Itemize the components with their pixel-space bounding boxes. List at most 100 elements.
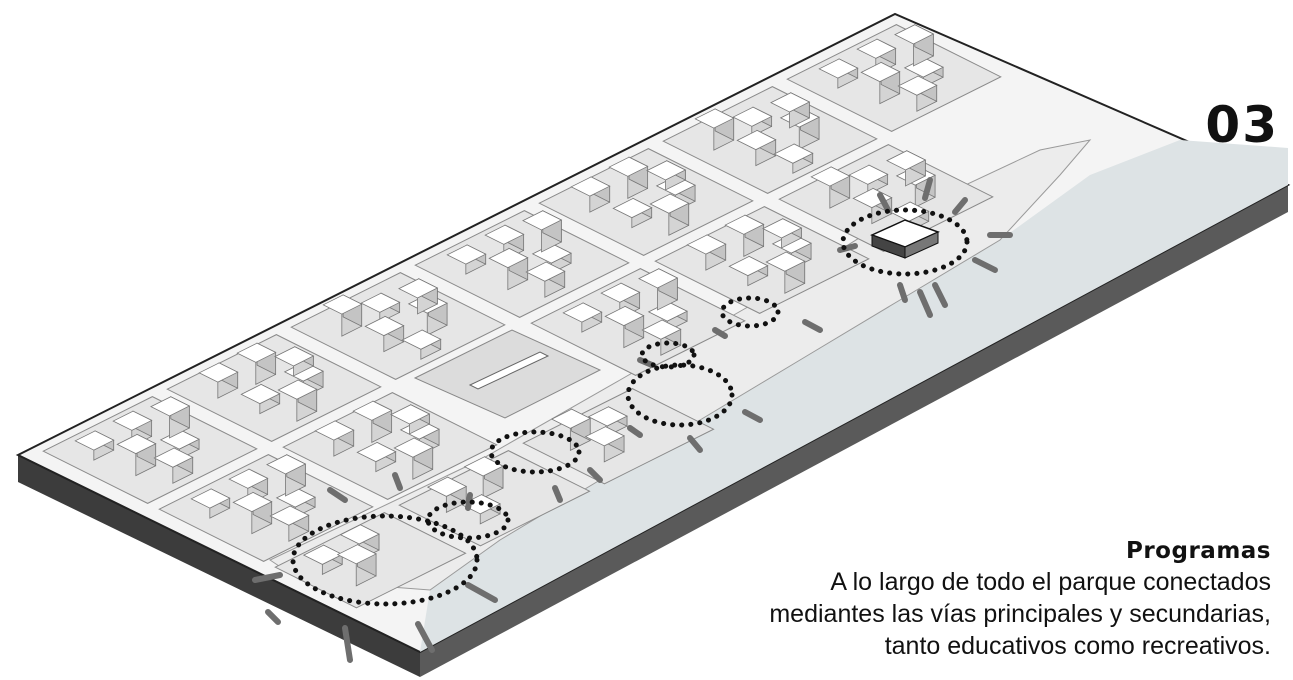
building-roof bbox=[562, 302, 603, 323]
program-ray bbox=[972, 257, 998, 273]
building-roof bbox=[604, 306, 645, 327]
building-roof bbox=[198, 362, 239, 383]
building-roof bbox=[150, 396, 191, 417]
building-roof bbox=[765, 251, 806, 272]
main-building bbox=[870, 219, 940, 259]
program-rays bbox=[252, 177, 1013, 663]
program-ray bbox=[917, 289, 933, 318]
building-roof bbox=[770, 92, 811, 113]
program-ray bbox=[952, 197, 968, 215]
program-nodes bbox=[290, 207, 970, 607]
building-roof bbox=[724, 214, 765, 235]
building-roof bbox=[897, 75, 938, 96]
building-roof bbox=[426, 476, 468, 497]
building-roof bbox=[153, 447, 194, 468]
program-ray bbox=[627, 425, 643, 438]
slab-front-face bbox=[18, 455, 420, 677]
water-area bbox=[420, 140, 1288, 652]
building-roof bbox=[236, 342, 277, 363]
buildings bbox=[74, 24, 944, 587]
building-roof bbox=[889, 201, 930, 222]
building-roof bbox=[364, 316, 405, 337]
building-roof bbox=[401, 329, 442, 350]
building-roof bbox=[587, 406, 628, 427]
building-roof bbox=[360, 292, 401, 313]
building-roof bbox=[773, 143, 814, 164]
building-roof bbox=[810, 166, 851, 187]
program-ray bbox=[265, 609, 281, 625]
plaza-building bbox=[468, 351, 550, 390]
building-roof bbox=[269, 505, 310, 526]
building-roof bbox=[894, 24, 935, 45]
building-roof bbox=[848, 164, 889, 185]
building-roof bbox=[612, 198, 653, 219]
program-ray bbox=[877, 192, 891, 213]
building-roof bbox=[856, 38, 897, 59]
building-roof bbox=[398, 278, 439, 299]
caption: Programas A lo largo de todo el parque c… bbox=[511, 538, 1271, 662]
caption-line: tanto educativos como recreativos. bbox=[884, 632, 1271, 660]
program-ray bbox=[932, 282, 948, 308]
program-ray bbox=[252, 572, 283, 583]
building-roof bbox=[356, 442, 397, 463]
building-roof bbox=[390, 404, 431, 425]
building-roof bbox=[314, 420, 355, 441]
program-node-circle bbox=[840, 207, 970, 277]
program-node-circle bbox=[488, 429, 582, 475]
building-roof bbox=[352, 400, 393, 421]
building-roof bbox=[886, 150, 927, 171]
building-roof bbox=[686, 234, 727, 255]
building-roof bbox=[393, 437, 434, 458]
building-roof bbox=[112, 410, 153, 431]
building-roof bbox=[277, 379, 318, 400]
program-ray bbox=[587, 467, 603, 483]
program-ray bbox=[465, 582, 498, 603]
program-ray bbox=[897, 282, 908, 303]
program-ray bbox=[687, 435, 703, 453]
building-roof bbox=[116, 434, 157, 455]
slab-side-face bbox=[420, 185, 1288, 677]
program-node-circle bbox=[290, 513, 480, 607]
program-ray bbox=[742, 409, 763, 423]
building-roof bbox=[584, 426, 625, 447]
program-ray bbox=[712, 327, 728, 339]
building-roof bbox=[732, 106, 773, 127]
building-roof bbox=[728, 256, 769, 277]
building-roof bbox=[641, 319, 682, 340]
building-roof bbox=[818, 58, 859, 79]
building-roof bbox=[266, 454, 307, 475]
building-roof bbox=[646, 160, 687, 181]
building-roof bbox=[336, 544, 377, 565]
program-ray bbox=[342, 625, 353, 663]
program-ray bbox=[392, 472, 403, 491]
panel-number: 03 bbox=[1205, 96, 1279, 154]
building-roof bbox=[232, 492, 273, 513]
building-roof bbox=[638, 268, 679, 289]
caption-line: A lo largo de todo el parque conectados bbox=[830, 568, 1271, 596]
building-roof bbox=[274, 346, 315, 367]
program-ray bbox=[327, 487, 348, 503]
building-roof bbox=[228, 468, 269, 489]
building-roof bbox=[190, 488, 231, 509]
building-roof bbox=[488, 248, 529, 269]
program-ray bbox=[802, 319, 823, 333]
program-node-circle bbox=[719, 295, 781, 329]
building-roof bbox=[736, 130, 777, 151]
program-node-circle bbox=[625, 362, 735, 428]
building-roof bbox=[600, 282, 641, 303]
building-roof bbox=[525, 261, 566, 282]
building-roof bbox=[649, 193, 690, 214]
building-roof bbox=[860, 62, 901, 83]
building-roof bbox=[240, 384, 281, 405]
building-roof bbox=[570, 176, 611, 197]
building-roof bbox=[322, 294, 363, 315]
building-roof bbox=[484, 224, 525, 245]
caption-title: Programas bbox=[1125, 538, 1271, 564]
building-roof bbox=[74, 430, 115, 451]
building-roof bbox=[608, 156, 649, 177]
building-roof bbox=[339, 524, 380, 545]
program-ray bbox=[465, 492, 473, 511]
building-roof bbox=[550, 408, 592, 429]
building-roof bbox=[522, 210, 563, 231]
caption-description: A lo largo de todo el parque conectados … bbox=[511, 566, 1271, 662]
